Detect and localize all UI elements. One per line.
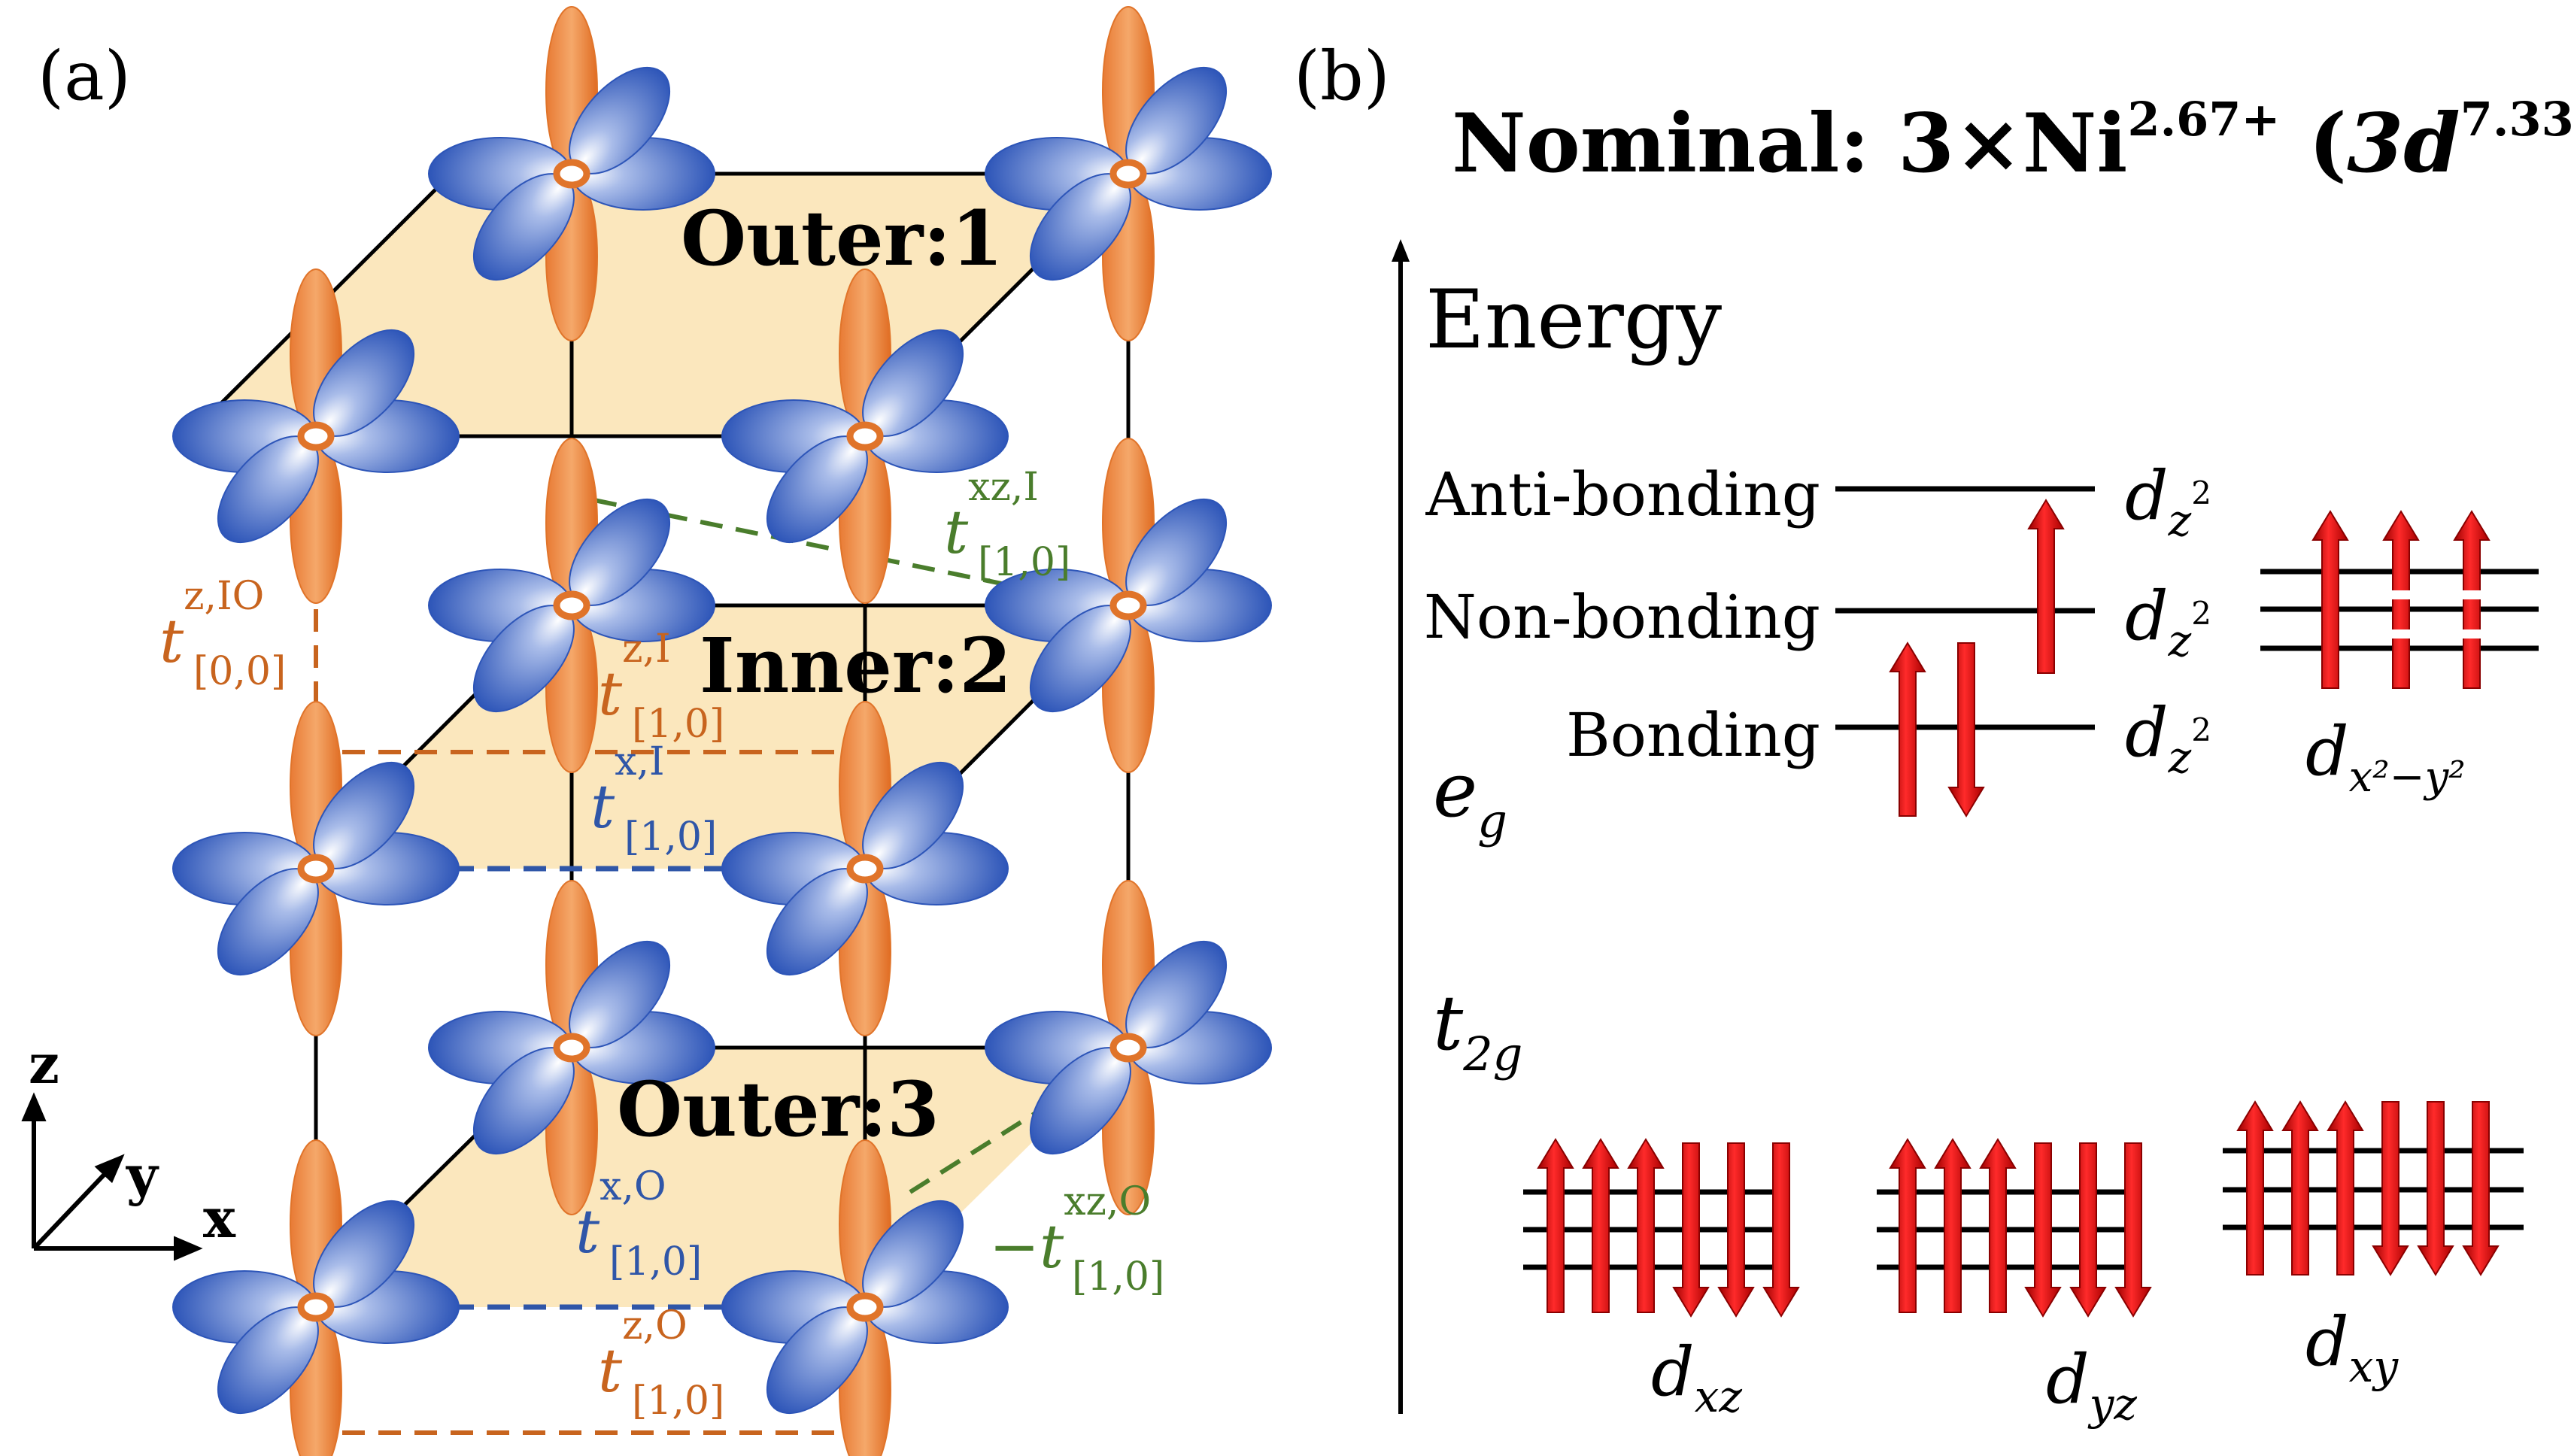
inner2-label: Inner:2	[700, 621, 1012, 710]
ni-site	[721, 1139, 1009, 1456]
dxz-label: dxz	[1651, 1333, 1742, 1422]
hop-xzO-label: −txz,O[1,0]	[989, 1179, 1164, 1300]
dxy-label: dxy	[2305, 1303, 2399, 1392]
arrow-gap	[2461, 629, 2482, 639]
hop-xO-label: tx,O[1,0]	[575, 1164, 702, 1285]
spin-down-arrow	[1762, 1142, 1800, 1318]
t2g-label: t2g	[1433, 979, 1522, 1081]
axis-x-label: x	[203, 1186, 236, 1250]
spin-up-arrow	[2453, 510, 2491, 689]
ni-site	[428, 880, 715, 1215]
antibonding-label: Anti-bonding	[1425, 460, 1821, 529]
spin-down-arrow	[2114, 1142, 2152, 1318]
panel-a: (a) Outer:1 Inner:2 Outer:3 txz,I[1,0] t	[21, 6, 1272, 1456]
ni-atom-ring	[553, 590, 590, 620]
nonbonding-orbital: dz2	[2125, 577, 2211, 666]
spin-down-arrow	[2024, 1142, 2062, 1318]
panel-b: (b) Nominal: 3×Ni2.67+ (3d7.33) Energy A…	[1294, 37, 2574, 1430]
ni-atom-ring	[553, 1033, 590, 1063]
spin-down-arrow	[2372, 1101, 2409, 1276]
ni-site	[428, 6, 715, 341]
ni-site	[985, 880, 1272, 1215]
arrow-gap	[2461, 590, 2482, 599]
ni-atom-ring	[846, 1292, 884, 1322]
ni-atom-ring	[297, 1292, 335, 1322]
ni-atom-ring	[1109, 1033, 1147, 1063]
spin-down-arrow	[1947, 642, 1985, 817]
spin-up-arrow	[1979, 1138, 2017, 1313]
spin-down-arrow	[2069, 1142, 2107, 1318]
outer1-label: Outer:1	[681, 194, 1003, 283]
spin-up-arrow	[1889, 642, 1926, 817]
ni-sites	[172, 6, 1272, 1456]
spin-up-arrow	[2311, 510, 2349, 689]
ni-atom-ring	[297, 854, 335, 884]
ni-site	[985, 6, 1272, 341]
spin-up-arrow	[1889, 1138, 1926, 1313]
arrow-gap	[2390, 629, 2412, 639]
spin-up-arrow	[1627, 1138, 1665, 1313]
spin-up-arrow	[2327, 1100, 2364, 1276]
spin-up-arrow	[1582, 1138, 1619, 1313]
spin-arrows	[1537, 499, 2500, 1318]
ni-atom-ring	[846, 421, 884, 451]
spin-down-arrow	[2417, 1101, 2454, 1276]
axis-z-label: z	[29, 1032, 59, 1096]
axis-y-label: y	[126, 1143, 159, 1207]
ni-atom-ring	[297, 421, 335, 451]
hop-xzI-path	[593, 498, 1054, 596]
outer3-label: Outer:3	[617, 1065, 939, 1154]
arrow-gap	[2390, 590, 2412, 599]
ni-site	[721, 701, 1009, 1036]
bonding-orbital: dz2	[2125, 693, 2211, 783]
ni-atom-ring	[846, 854, 884, 884]
hop-zI-label: tz,I[1,0]	[598, 626, 724, 747]
antibonding-orbital: dz2	[2125, 457, 2211, 546]
spin-down-arrow	[1672, 1142, 1710, 1318]
panel-a-label: (a)	[38, 37, 131, 116]
spin-up-arrow	[2281, 1100, 2319, 1276]
spin-up-arrow	[1934, 1138, 1971, 1313]
coordinate-axes	[21, 1092, 203, 1261]
ni-site	[172, 1139, 460, 1456]
ni-site	[985, 438, 1272, 773]
ni-site	[172, 268, 460, 604]
spin-down-arrow	[2462, 1101, 2500, 1276]
ni-atom-ring	[1109, 159, 1147, 189]
spin-up-arrow	[2027, 499, 2065, 674]
ni-atom-ring	[553, 159, 590, 189]
ni-site	[721, 268, 1009, 604]
dyz-label: dyz	[2046, 1340, 2137, 1430]
ni-site	[428, 438, 715, 773]
energy-label: Energy	[1425, 273, 1722, 367]
eg-label: eg	[1433, 746, 1507, 848]
spin-down-arrow	[1717, 1142, 1755, 1318]
ni-atom-ring	[1109, 590, 1147, 620]
bonding-label: Bonding	[1566, 700, 1820, 770]
hop-xzI-label: txz,I[1,0]	[944, 465, 1070, 585]
hop-zIO-label: tz,IO[0,0]	[159, 574, 286, 694]
nonbonding-label: Non-bonding	[1424, 582, 1820, 652]
inner2-edges	[299, 603, 1134, 870]
spin-up-arrow	[1537, 1138, 1574, 1313]
dxz-levels	[1523, 1189, 1790, 1270]
nominal-title: Nominal: 3×Ni2.67+ (3d7.33)	[1452, 92, 2574, 191]
spin-up-arrow	[2382, 510, 2420, 689]
dx2y2-label: dx²−y²	[2305, 712, 2466, 802]
hop-xI-label: tx,I[1,0]	[590, 739, 717, 860]
panel-b-label: (b)	[1294, 37, 1390, 116]
spin-up-arrow	[2236, 1100, 2274, 1276]
ni-site	[172, 701, 460, 1036]
energy-axis-arrowhead	[1392, 239, 1410, 262]
hop-zO-label: tz,O[1,0]	[598, 1303, 724, 1424]
